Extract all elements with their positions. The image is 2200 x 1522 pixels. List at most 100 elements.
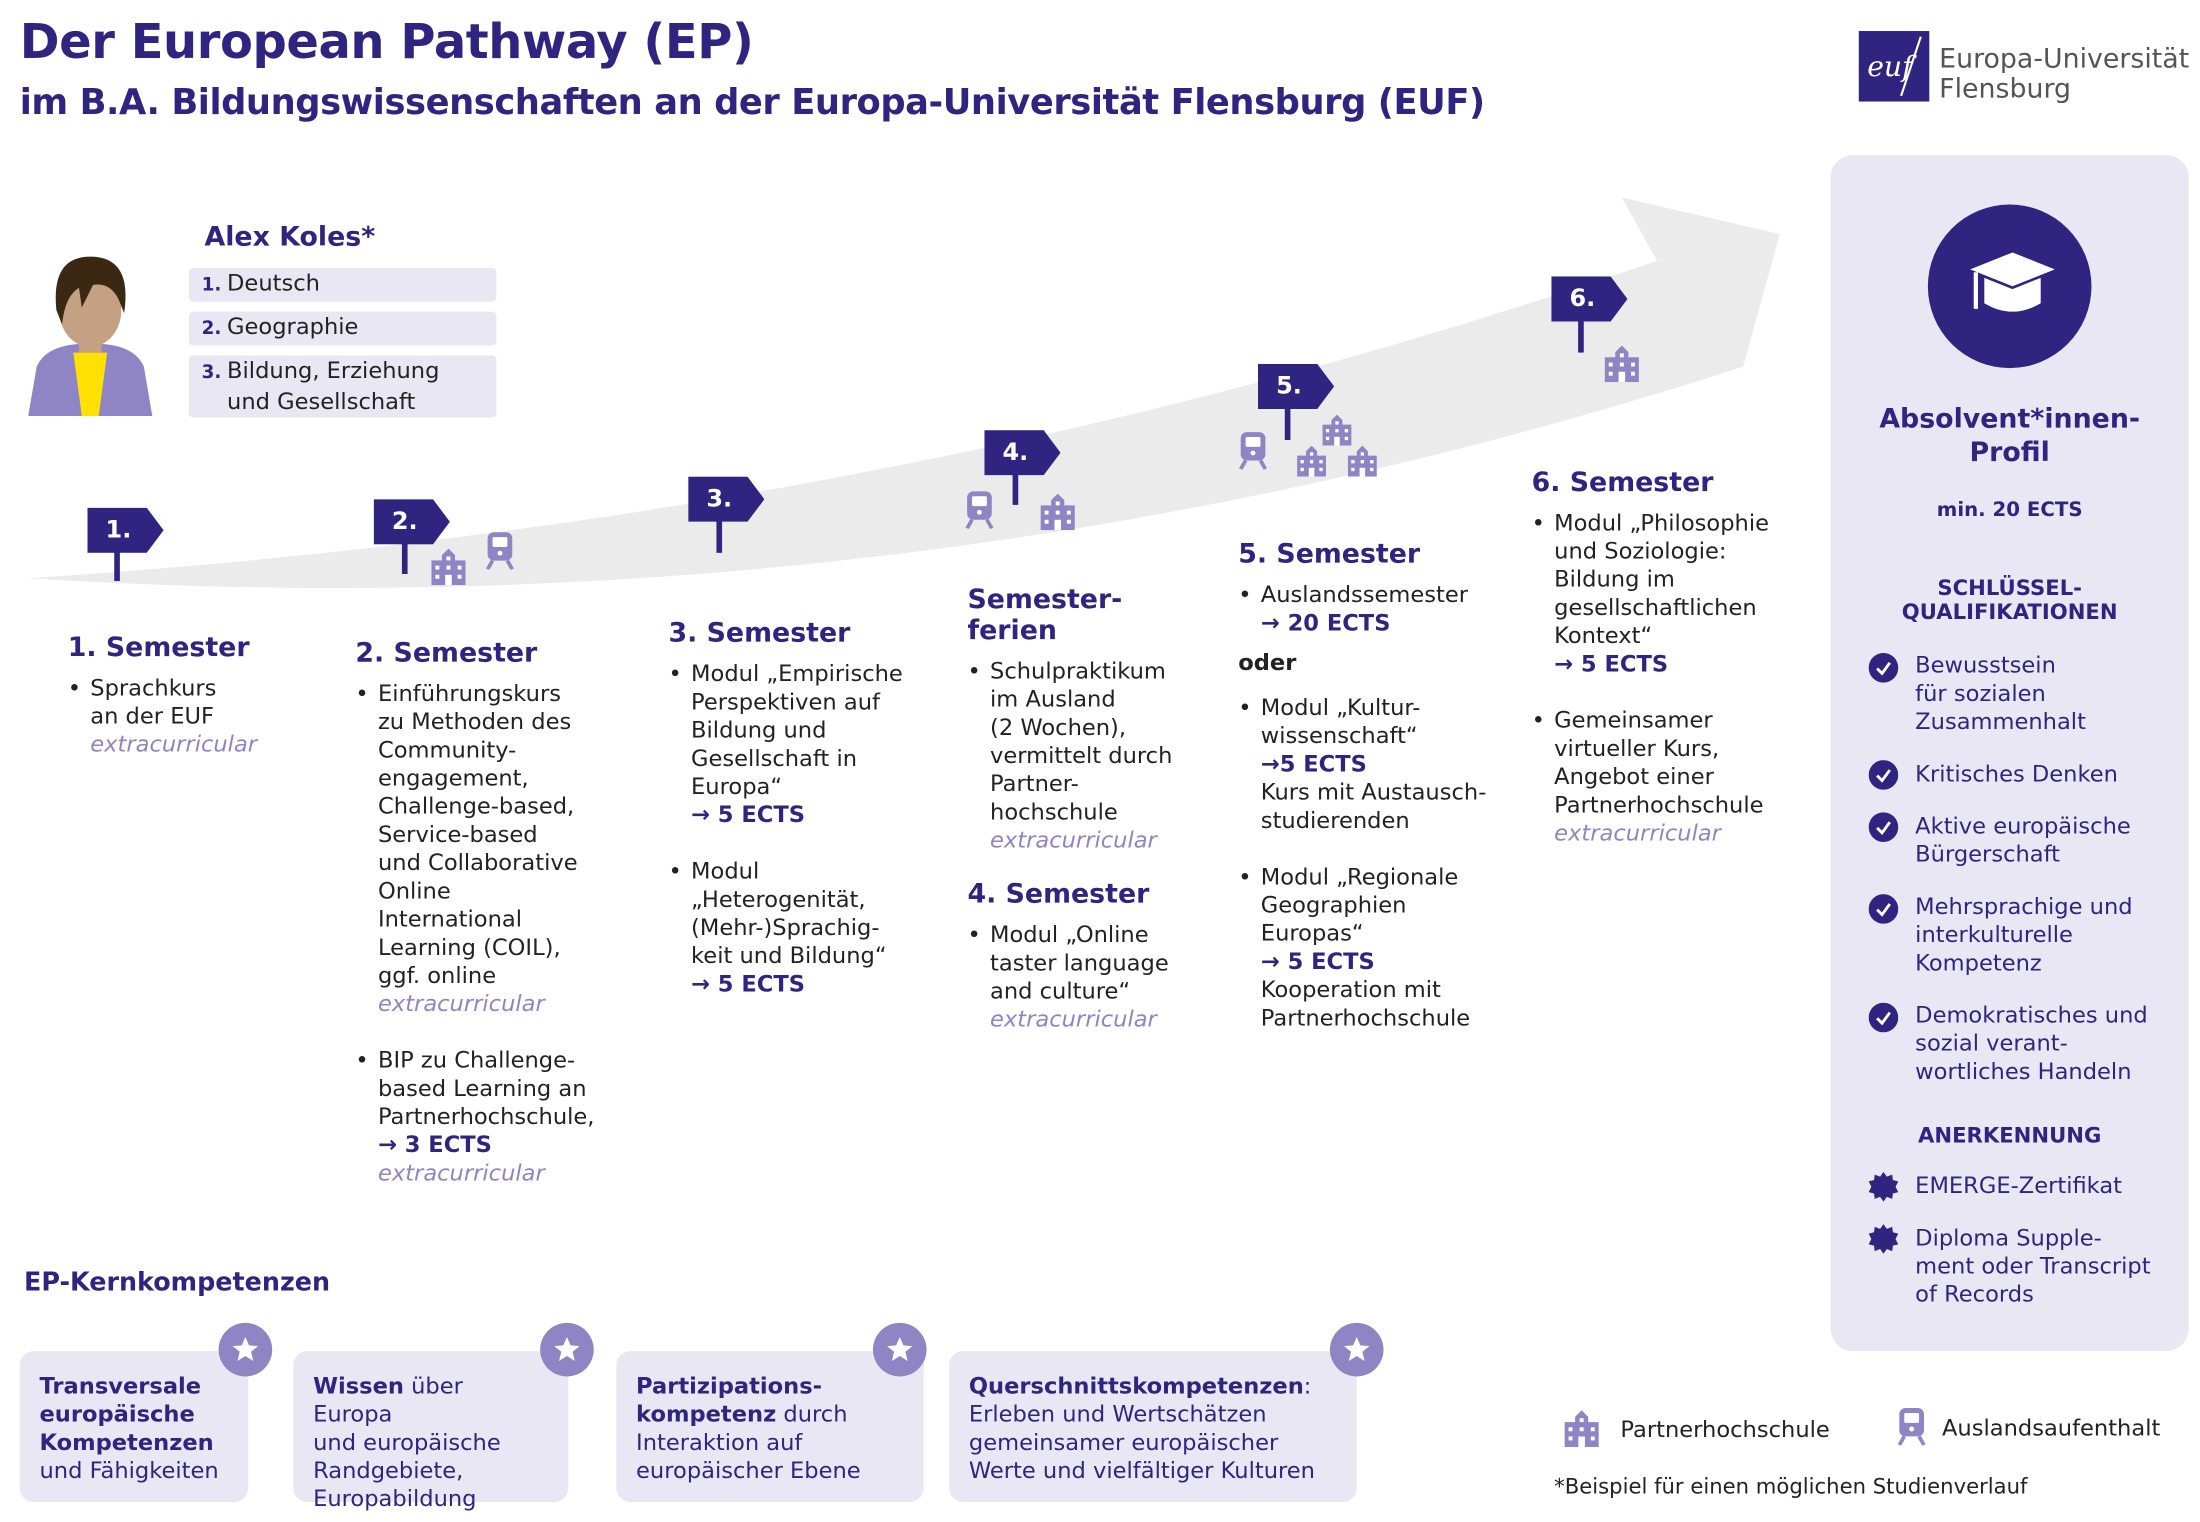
semester-heading: 1. Semester: [67, 631, 250, 663]
signpost-1: 1.: [87, 508, 163, 553]
check-circle-icon: [1868, 1002, 1899, 1033]
semester-5: 5. Semester Auslandssemester→ 20 ECTS od…: [1238, 539, 1520, 1061]
key-qualifications-heading: SCHLÜSSEL- QUALIFIKATIONEN: [1901, 575, 2118, 625]
recognition-heading: ANERKENNUNG: [1918, 1122, 2102, 1148]
page-title: Der European Pathway (EP): [19, 14, 754, 71]
badge-icon: [1868, 1171, 1899, 1202]
star-icon: [1329, 1322, 1384, 1377]
ects-value: → 20 ECTS: [1260, 609, 1391, 637]
bullet: Modul „Heterogenität, (Mehr-)Sprachig- k…: [668, 857, 936, 998]
bullet-text: Einführungskurs zu Methoden des Communit…: [377, 679, 578, 989]
bullet: BIP zu Challenge- based Learning an Part…: [355, 1046, 623, 1187]
recognition-item: Diploma Supple- ment oder Transcript of …: [1915, 1224, 2151, 1308]
bullet-text: Modul „Heterogenität, (Mehr-)Sprachig- k…: [691, 857, 887, 969]
bullet-text: Modul „Philosophie und Soziologie: Bildu…: [1554, 509, 1769, 649]
key-qualification: Mehrsprachige und interkulturelle Kompet…: [1915, 892, 2133, 976]
signpost-5: 5.: [1258, 364, 1334, 409]
bullet: Modul „Regionale Geographien Europas“→ 5…: [1238, 863, 1520, 1032]
card-text: über Europa und europäische Randgebiete,…: [313, 1372, 501, 1512]
star-icon: [872, 1322, 927, 1377]
signpost-3: 3.: [688, 477, 764, 522]
signpost-pole: [1578, 307, 1584, 353]
ects-value: → 5 ECTS: [691, 801, 805, 828]
signpost-pole: [114, 535, 120, 582]
card-text: und Fähigkeiten: [39, 1456, 219, 1484]
bullet: Modul „Kultur- wissenschaft“→5 ECTSKurs …: [1238, 694, 1520, 835]
semester-heading: 3. Semester: [668, 617, 851, 649]
signpost-pole: [1012, 459, 1019, 505]
subject-1: 1.Deutsch: [188, 267, 497, 302]
semester-2: 2. Semester Einführungskurs zu Methoden …: [355, 637, 623, 1215]
subject-label: Deutsch: [227, 269, 320, 297]
competence-card: Partizipations- kompetenz durch Interakt…: [616, 1322, 927, 1502]
card-bold-text: Querschnittskompetenzen: [968, 1372, 1304, 1400]
extracurricular-note: extracurricular: [990, 826, 1157, 854]
bullet-text: BIP zu Challenge- based Learning an Part…: [377, 1046, 595, 1130]
recognition-item: EMERGE-Zertifikat: [1915, 1171, 2123, 1199]
semester-heading: 4. Semester: [967, 878, 1150, 910]
subject-number: 2.: [201, 318, 222, 340]
key-qualification: Bewusstsein für sozialen Zusammenhalt: [1915, 651, 2086, 735]
building-icon: [1561, 1410, 1602, 1447]
legend-abroad-label: Auslandsaufenthalt: [1941, 1414, 2161, 1442]
bullet-text: Modul „Kultur- wissenschaft“: [1260, 693, 1421, 749]
key-qualification: Kritisches Denken: [1915, 760, 2118, 787]
bullet: Modul „Empirische Perspektiven auf Bildu…: [668, 660, 936, 829]
card-bold-text: Wissen: [313, 1372, 404, 1400]
bullet-text: Auslandssemester: [1260, 581, 1469, 608]
check-circle-icon: [1868, 652, 1899, 683]
semester-heading: 5. Semester: [1238, 538, 1421, 570]
subject-2: 2.Geographie: [188, 311, 497, 346]
card-text: durch Interaktion auf europäischer Ebene: [636, 1400, 861, 1484]
bullet-text: Gemeinsamer virtueller Kurs, Angebot ein…: [1554, 706, 1764, 818]
check-circle-icon: [1868, 894, 1899, 924]
euf-logo-text: Europa-Universität Flensburg: [1939, 43, 2190, 105]
core-competences-heading: EP-Kernkompetenzen: [23, 1267, 331, 1298]
subject-label: Bildung, Erziehung und Gesellschaft: [227, 356, 440, 415]
semester-3: 3. Semester Modul „Empirische Perspektiv…: [668, 618, 936, 1027]
legend-partner-label: Partnerhochschule: [1620, 1415, 1830, 1443]
profile-title: Absolvent*innen- Profil: [1879, 403, 2141, 469]
page-subtitle: im B.A. Bildungswissenschaften an der Eu…: [19, 81, 1485, 123]
signpost-4: 4.: [984, 430, 1060, 475]
building-icon: [1602, 346, 1641, 383]
graduation-cap-icon: [1927, 204, 2092, 369]
or-label: oder: [1238, 648, 1297, 676]
signpost-pole: [716, 507, 723, 553]
student-avatar: [25, 254, 155, 417]
star-icon: [218, 1322, 273, 1377]
train-icon: [1238, 432, 1268, 470]
profile-min-ects: min. 20 ECTS: [1936, 499, 2083, 522]
signpost-pole: [1284, 394, 1291, 441]
ects-value: → 5 ECTS: [691, 970, 805, 998]
subject-number: 1.: [201, 275, 222, 297]
svg-text:euf: euf: [1867, 50, 1917, 83]
bullet-text: Modul „Empirische Perspektiven auf Bildu…: [691, 660, 903, 800]
ects-value: → 5 ECTS: [1554, 650, 1669, 677]
check-circle-icon: [1868, 812, 1899, 842]
subject-label: Geographie: [227, 313, 359, 340]
ects-value: → 3 ECTS: [377, 1131, 492, 1158]
bullet-note: Kurs mit Austausch- studierenden: [1260, 778, 1487, 834]
graduate-profile-panel: Absolvent*innen- Profil min. 20 ECTS SCH…: [1830, 155, 2189, 1352]
extracurricular-note: extracurricular: [990, 1005, 1157, 1033]
competence-card: Querschnittskompetenzen: Erleben und Wer…: [949, 1322, 1384, 1502]
star-icon: [540, 1322, 594, 1377]
competence-card: Transversale europäische Kompetenzen und…: [19, 1322, 273, 1502]
bullet: Schulpraktikum im Ausland (2 Wochen), ve…: [967, 657, 1221, 854]
check-circle-icon: [1868, 760, 1899, 790]
bullet-text: Sprachkurs an der EUF: [90, 674, 217, 730]
subject-3: 3.Bildung, Erziehung und Gesellschaft: [188, 355, 497, 418]
train-icon: [1897, 1407, 1927, 1445]
extracurricular-note: extracurricular: [1554, 819, 1721, 847]
building-icon: [1038, 494, 1077, 531]
semester-heading: Semester- ferien: [967, 583, 1123, 646]
signpost-6: 6.: [1551, 276, 1627, 321]
subject-number: 3.: [201, 362, 222, 384]
semester-6: 6. Semester Modul „Philosophie und Sozio…: [1532, 467, 1814, 876]
building-icon: [1345, 446, 1379, 477]
extracurricular-note: extracurricular: [377, 1159, 545, 1187]
building-icon: [1320, 415, 1354, 446]
key-qualification: Aktive europäische Bürgerschaft: [1915, 812, 2131, 868]
